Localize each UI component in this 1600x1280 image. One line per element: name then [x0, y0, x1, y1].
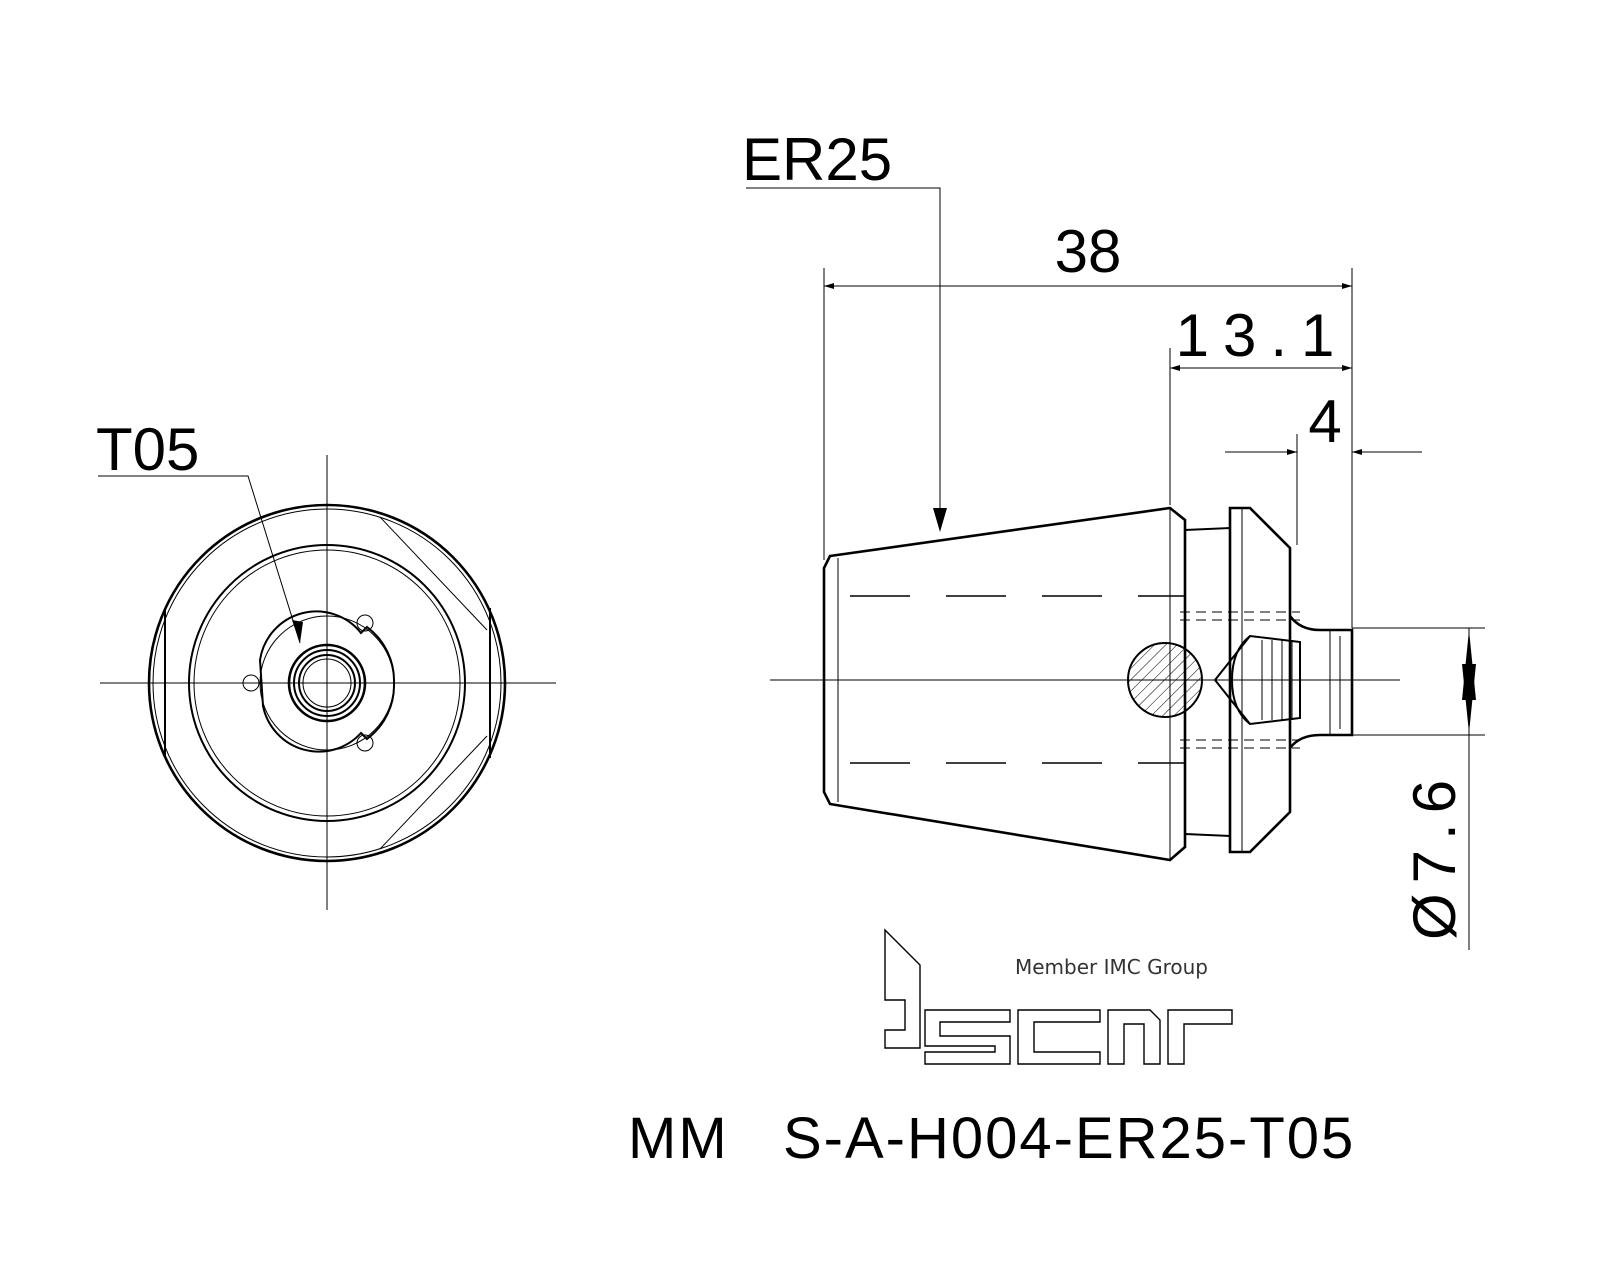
- logo-letter-s: [924, 1009, 1011, 1065]
- front-outer-circle: [147, 503, 507, 863]
- t05-callout: T05: [96, 416, 199, 483]
- logo-letter-c: [1017, 1009, 1101, 1065]
- dim-diameter: Ø7.6: [1401, 770, 1468, 940]
- logo-mark: [884, 928, 921, 1049]
- logo-letter-a: [1107, 1009, 1161, 1065]
- front-view: T05: [96, 416, 556, 910]
- set-screw-threads: [1261, 640, 1293, 720]
- flange-section: [1228, 506, 1292, 854]
- dia-arrow-bottom: [1462, 664, 1476, 733]
- logo-tagline: Member IMC Group: [1015, 955, 1208, 979]
- front-chamfer-bottom: [379, 735, 488, 850]
- front-pin-hole-top: [356, 614, 374, 632]
- front-chamfer-top: [379, 516, 488, 631]
- iscar-logo: Member IMC Group: [884, 928, 1233, 1065]
- front-mid-ring: [188, 544, 466, 822]
- set-screw-body: [1230, 634, 1301, 726]
- front-outer-circle-inner: [152, 508, 502, 858]
- t05-leader-arrow: [292, 620, 303, 643]
- front-bore-mid: [293, 649, 361, 717]
- front-mid-ring-inner: [193, 549, 461, 817]
- front-pin-hole-bottom: [356, 734, 374, 752]
- dim-shoulder: 4: [1308, 388, 1341, 455]
- er25-callout: ER25: [742, 126, 892, 193]
- t05-leader-line: [98, 475, 301, 644]
- front-pin-hole-left: [242, 674, 260, 692]
- er25-leader-line: [746, 187, 941, 528]
- front-bore-core: [302, 658, 352, 708]
- pin-section-hatched: [1127, 642, 1203, 718]
- front-bore-inner: [298, 654, 356, 712]
- er25-leader-arrow: [933, 508, 947, 532]
- part-number: MM S-A-H004-ER25-T05: [628, 1106, 1355, 1171]
- logo-letter-r: [1167, 1009, 1233, 1065]
- front-nut-outer: [259, 615, 395, 751]
- front-bore-outer: [287, 643, 367, 723]
- side-view: 38 13.1 4 Ø7.6 ER25: [742, 126, 1485, 950]
- dim-thread-length: 13.1: [1176, 302, 1349, 369]
- dim-overall-length: 38: [1055, 218, 1122, 285]
